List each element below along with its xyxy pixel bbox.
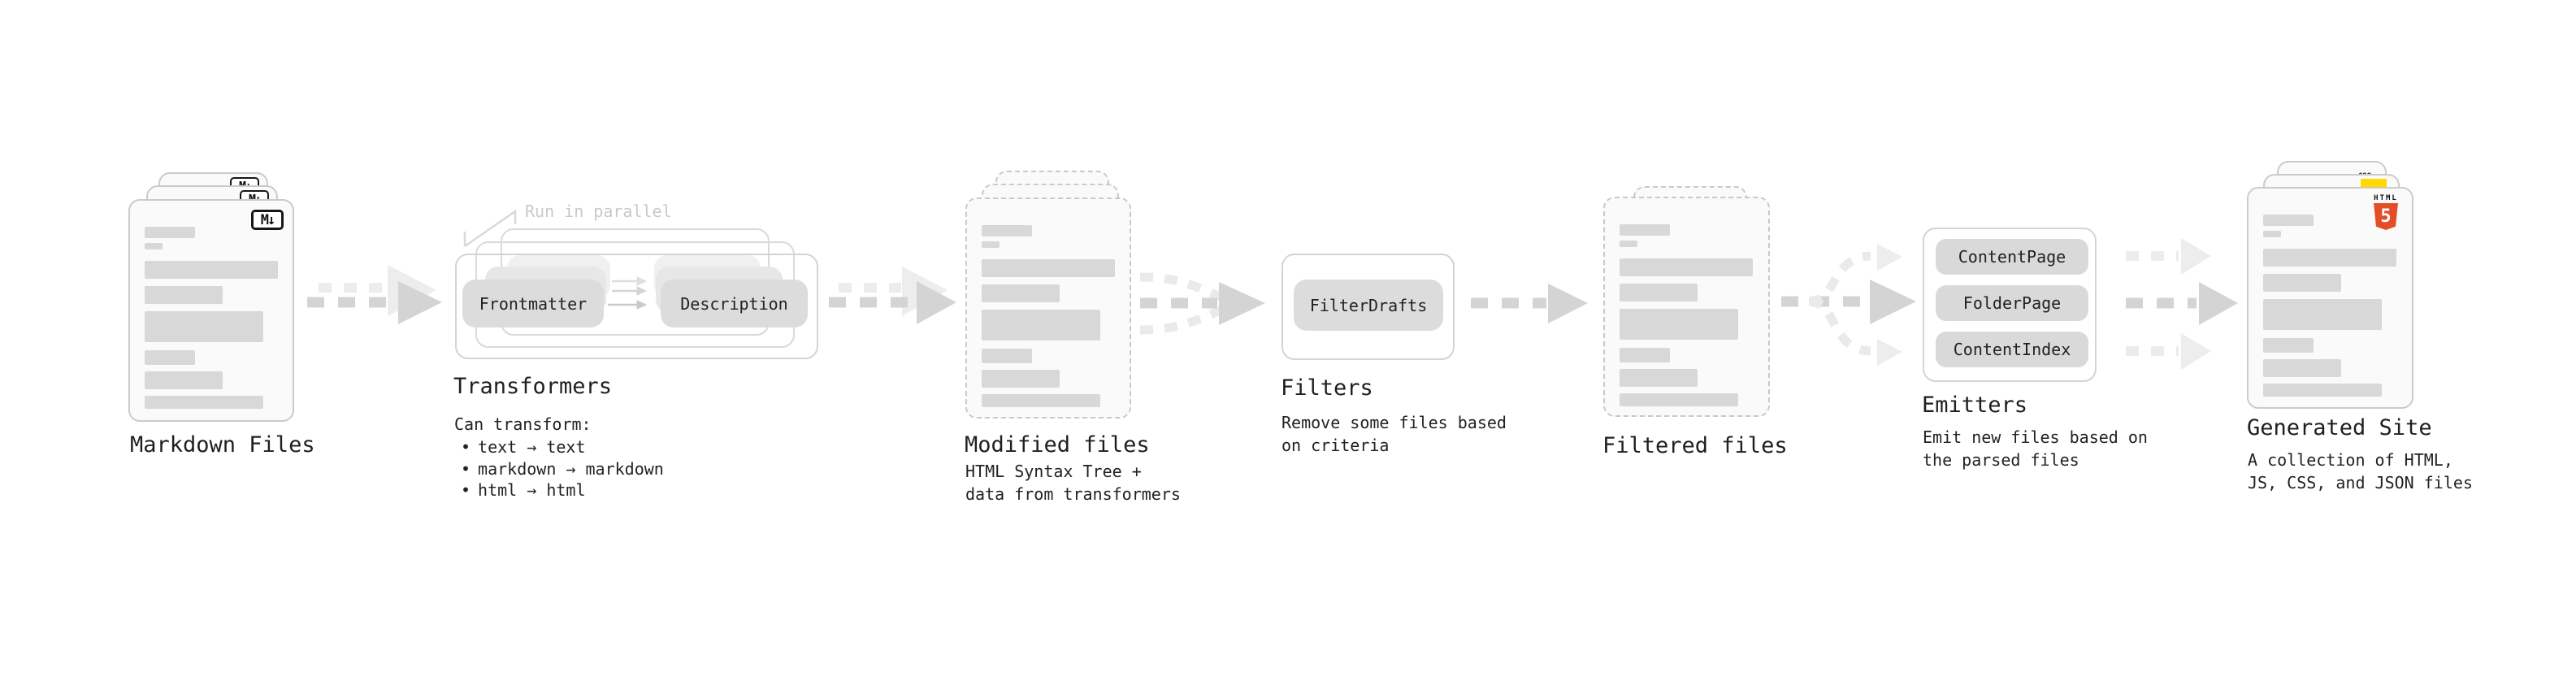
content-bar	[145, 286, 223, 304]
markdown-icon: M↓	[251, 210, 284, 230]
content-bar	[2263, 299, 2382, 330]
content-bar	[145, 396, 263, 409]
content-bar	[2263, 249, 2396, 267]
bullet-item: • markdown → markdown	[461, 458, 664, 480]
arrow-filtered-to-emitters	[1781, 244, 1916, 366]
markdown-files-stack: M↓ M↓ M↓	[128, 172, 299, 424]
content-bar	[145, 227, 195, 238]
content-bar	[145, 371, 223, 389]
doc-content-placeholder	[982, 225, 1115, 407]
run-in-parallel-label: Run in parallel	[525, 202, 672, 221]
content-bar	[2263, 274, 2341, 292]
transformers-desc-heading: Can transform:	[454, 414, 592, 434]
emitter-pill-contentindex: ContentIndex	[1936, 332, 2088, 367]
html5-label: HTML	[2374, 194, 2398, 202]
doc-content-placeholder	[145, 227, 278, 409]
transformer-container-front	[455, 254, 818, 359]
arrow-filters-to-filtered	[1471, 284, 1588, 323]
content-bar	[982, 394, 1100, 407]
content-bar	[1620, 309, 1738, 340]
emitter-pill-folderpage: FolderPage	[1936, 285, 2088, 321]
filters-description: Remove some files based on criteria	[1281, 413, 1507, 455]
modified-doc-front	[965, 197, 1131, 419]
bullet-text: text → text	[478, 437, 586, 457]
content-bar	[2263, 231, 2281, 237]
content-bar	[145, 350, 195, 365]
content-bar	[1620, 348, 1670, 362]
generated-site-description: A collection of HTML, JS, CSS, and JSON …	[2248, 450, 2473, 492]
generated-site-stack: CSS HTML 5	[2247, 161, 2418, 413]
transformer-pill-description: Description	[661, 280, 808, 327]
content-bar	[982, 225, 1032, 236]
bullet-glyph: •	[461, 458, 471, 479]
arrow-markdown-to-transformers	[307, 265, 442, 324]
bullet-glyph: •	[461, 437, 471, 457]
content-bar	[1620, 241, 1637, 247]
generated-doc-html: HTML 5	[2247, 187, 2413, 409]
content-bar	[1620, 369, 1698, 387]
content-bar	[1620, 258, 1753, 276]
arrow-emitters-to-generated	[2126, 238, 2238, 370]
bullet-item: • html → html	[461, 479, 664, 501]
content-bar	[982, 284, 1060, 302]
arrow-modified-to-filters	[1139, 272, 1265, 335]
content-bar	[2263, 384, 2382, 397]
content-bar	[982, 310, 1100, 340]
filtered-files-title: Filtered files	[1602, 433, 1788, 458]
content-bar	[982, 241, 1000, 248]
html5-shield: 5	[2374, 203, 2398, 230]
content-bar	[145, 311, 263, 342]
run-in-parallel-callout-line	[463, 209, 517, 248]
content-bar	[1620, 393, 1738, 406]
modified-files-stack	[965, 171, 1136, 423]
content-bar	[145, 261, 278, 279]
emitters-box: ContentPage FolderPage ContentIndex	[1923, 228, 2097, 382]
generated-site-title: Generated Site	[2247, 415, 2432, 440]
filters-box: FilterDrafts	[1281, 254, 1455, 360]
emitters-description: Emit new files based on the parsed files	[1923, 427, 2148, 470]
content-bar	[1620, 224, 1670, 236]
modified-files-description: HTML Syntax Tree + data from transformer…	[965, 462, 1181, 504]
content-bar	[2263, 359, 2341, 377]
transformers-bullet-list: • text → text • markdown → markdown • html …	[461, 436, 664, 501]
content-bar	[2263, 215, 2314, 226]
content-bar	[982, 370, 1060, 388]
parallel-run-arrows	[608, 276, 648, 310]
bullet-text: html → html	[478, 480, 586, 500]
content-bar	[1620, 284, 1698, 301]
transformers-group: Frontmatter Description	[455, 228, 829, 367]
content-bar	[145, 243, 163, 249]
transformer-pill-frontmatter: Frontmatter	[462, 280, 604, 327]
filtered-doc-front	[1603, 197, 1770, 417]
content-bar	[2263, 338, 2314, 353]
emitters-title: Emitters	[1922, 393, 2028, 418]
filtered-files-stack	[1603, 186, 1774, 430]
markdown-files-title: Markdown Files	[130, 432, 315, 458]
content-bar	[982, 259, 1115, 277]
modified-files-title: Modified files	[965, 432, 1150, 458]
filters-title: Filters	[1281, 375, 1373, 401]
transformers-title: Transformers	[453, 374, 613, 399]
bullet-item: • text → text	[461, 436, 664, 458]
html5-icon: HTML 5	[2371, 194, 2400, 230]
bullet-text: markdown → markdown	[478, 458, 664, 479]
doc-content-placeholder	[2263, 215, 2397, 397]
markdown-doc-front: M↓	[128, 199, 294, 422]
bullet-glyph: •	[461, 480, 471, 500]
content-bar	[982, 349, 1032, 363]
doc-content-placeholder	[1620, 224, 1754, 406]
filter-pill-filterdrafts: FilterDrafts	[1294, 280, 1443, 331]
emitter-pill-contentpage: ContentPage	[1936, 239, 2088, 275]
arrow-transformers-to-modified	[829, 267, 956, 324]
